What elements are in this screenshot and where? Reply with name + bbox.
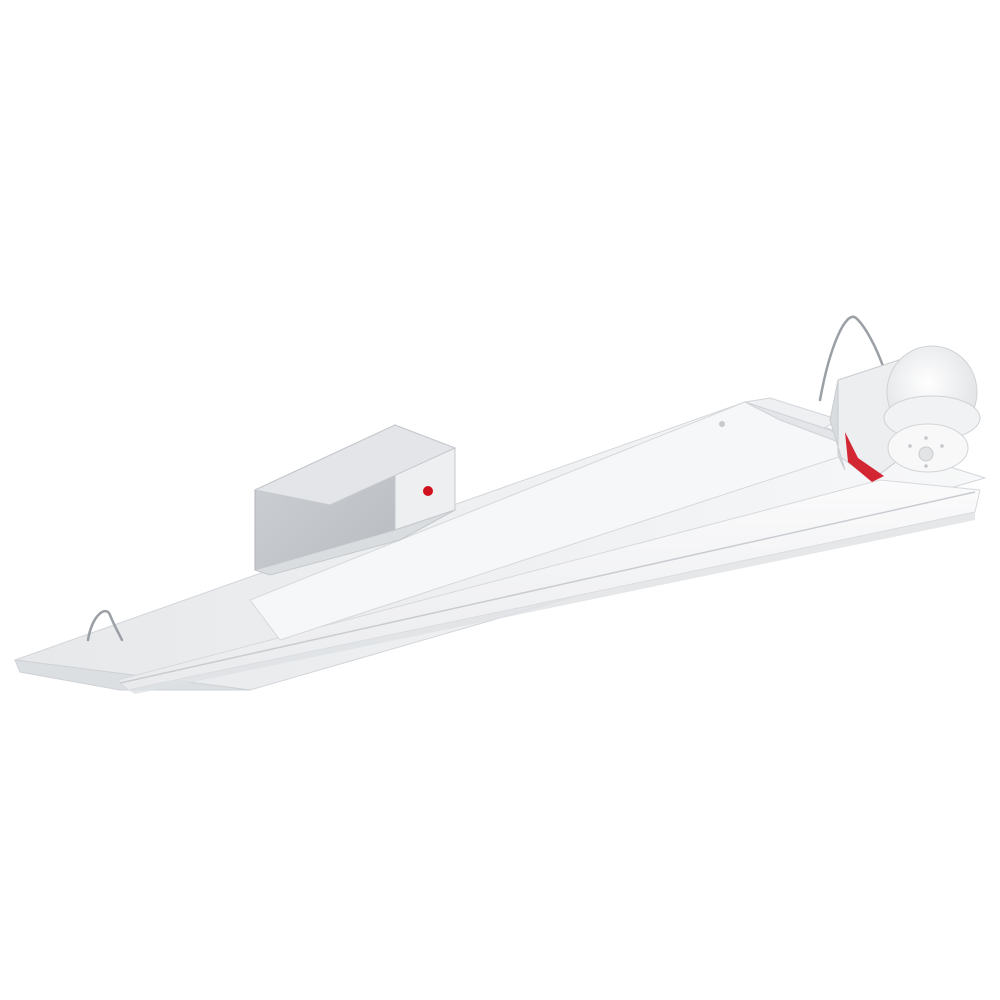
sensor-mount-side [829, 379, 846, 471]
sensor-lens-icon [918, 446, 934, 462]
sensor-red-accent [845, 432, 884, 482]
right-hanging-hook [818, 315, 887, 402]
driver-indicator-red-dot [423, 486, 433, 496]
left-hanging-hook [86, 609, 124, 642]
housing-underside-shadow [128, 512, 975, 694]
sensor-lens-dot-4 [924, 464, 928, 468]
diffuser-lens [117, 479, 981, 691]
driver-box-top [253, 424, 457, 506]
sensor-lens-dot-2 [940, 444, 944, 448]
panel-screw [719, 421, 725, 427]
sensor-lens-dot-3 [924, 436, 928, 440]
lens-groove [119, 491, 976, 684]
driver-box-bracket [253, 509, 456, 576]
sensor-lens-dot-1 [908, 444, 912, 448]
